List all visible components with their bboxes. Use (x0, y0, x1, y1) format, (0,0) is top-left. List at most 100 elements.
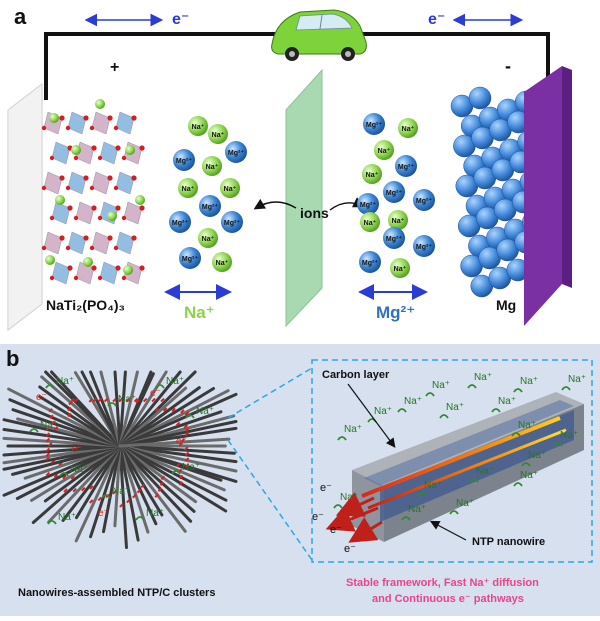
electron-label-4: e⁻ (344, 543, 356, 555)
na-ion-text: Na⁺ (402, 125, 415, 133)
mg-ion-text: Mg²⁺ (416, 243, 432, 251)
caption-line-2: and Continuous e⁻ pathways (372, 593, 524, 605)
nanowire-strand (2, 444, 122, 457)
cluster-na-label: Na⁺ (182, 462, 200, 473)
electron-mark (88, 398, 93, 403)
nanowire-strand (113, 444, 122, 528)
nanowire-na-label: Na⁺ (446, 402, 464, 413)
oxygen-atom (91, 145, 97, 151)
crystal-polyhedron (115, 231, 135, 255)
oxygen-atom (121, 215, 127, 221)
electron-mark (180, 438, 186, 443)
sodium-atom (125, 145, 135, 155)
electron-mark (184, 431, 190, 437)
na-ion-text: Na⁺ (394, 265, 407, 273)
nanowire-strand (118, 370, 139, 448)
oxygen-atom (97, 215, 103, 221)
panel-a-label: a (14, 4, 27, 29)
ion-spheres: Na⁺Na⁺Mg²⁺Mg²⁺Na⁺Na⁺Na⁺Mg²⁺Mg²⁺Mg²⁺Na⁺Mg… (169, 113, 435, 278)
nanowire-strand (89, 370, 122, 448)
cluster-electron-label: e⁻ (36, 392, 47, 403)
electron-mark (162, 407, 168, 412)
mg-ion-sphere (383, 181, 405, 203)
oxygen-atom (107, 175, 113, 181)
na-diffusion-mark (333, 504, 343, 509)
electron-mark (92, 397, 97, 403)
crystal-polyhedron (115, 111, 135, 135)
oxygen-atom (121, 155, 127, 161)
nanowire-strand (47, 444, 122, 524)
oxygen-atom (83, 235, 89, 241)
na-diffusion-mark (467, 384, 477, 389)
na-ion-sphere (178, 178, 198, 198)
cluster-na-label: Na⁺ (56, 376, 74, 387)
oxygen-atom (59, 175, 65, 181)
oxygen-atom (65, 125, 71, 131)
cluster-na-label: Na⁺ (196, 406, 214, 417)
electron-mark (140, 483, 145, 489)
mg-ion-text: Mg²⁺ (416, 197, 432, 205)
na-ion-text: Na⁺ (192, 123, 205, 131)
na-diffusion-mark (417, 492, 427, 497)
electron-mark (184, 451, 190, 457)
oxygen-atom (73, 155, 79, 161)
electron-mark (48, 408, 53, 413)
oxygen-atom (89, 245, 95, 251)
separator-membrane (285, 68, 323, 328)
mg-ion-text: Mg²⁺ (362, 259, 378, 267)
electron-mark (49, 414, 54, 419)
electron-mark (51, 420, 56, 425)
mg-ion-text: Mg²⁺ (386, 235, 402, 243)
oxygen-atom (113, 125, 119, 131)
nanowire-strand (118, 444, 158, 526)
electron-mark (48, 442, 53, 447)
electron-mark (171, 407, 176, 413)
zoom-box (311, 359, 593, 563)
crystal-polyhedron (115, 171, 135, 195)
cluster-electron-label: e⁻ (150, 388, 161, 399)
electron-mark (72, 487, 77, 493)
sodium-atom (95, 99, 105, 109)
electron-mark (160, 475, 166, 481)
crystal-polyhedron (99, 261, 119, 285)
panel-a: a e⁻ e⁻ + - NaTi₂(PO₄)₃ ions (7, 4, 572, 332)
nanowire-strand (2, 444, 122, 497)
electron-mark (184, 411, 190, 416)
oxygen-atom (41, 185, 47, 191)
electron-mark (125, 397, 131, 403)
oxygen-atom (41, 245, 47, 251)
oxygen-atom (131, 175, 137, 181)
ntp-nanowire (352, 392, 584, 542)
oxygen-atom (91, 265, 97, 271)
mg-atom (468, 86, 492, 110)
electron-mark (178, 481, 184, 486)
nanowire-na-label: Na⁺ (568, 374, 586, 385)
mg-ion-sphere (173, 149, 195, 171)
crystal-polyhedron (51, 141, 71, 165)
mg-ion-sphere (225, 141, 247, 163)
oxygen-atom (107, 235, 113, 241)
mg-ion-text: Mg²⁺ (366, 121, 382, 129)
nanowire-strand (118, 444, 164, 517)
mg-ion-text: Mg²⁺ (202, 203, 218, 211)
na-diffusion-mark (185, 414, 195, 419)
separator-label: ions (300, 205, 329, 221)
na-diffusion-mark (101, 494, 111, 499)
cluster-label: Nanowires-assembled NTP/C clusters (18, 587, 215, 599)
nanowire-strand (118, 437, 231, 448)
mg-ion-text: Mg²⁺ (386, 189, 402, 197)
na-diffusion-mark (469, 478, 479, 483)
na-ion-text: Na⁺ (224, 185, 237, 193)
nanowire-strand (89, 444, 122, 539)
mg-ion-sphere (413, 189, 435, 211)
electron-mark (119, 503, 124, 508)
nanowire-strand (31, 444, 122, 525)
na-ion-sphere (374, 140, 394, 160)
mg-plate (524, 66, 562, 326)
cluster-electron-label: e⁻ (72, 444, 83, 455)
sodium-atom (45, 255, 55, 265)
nanowire-pointer (429, 520, 467, 541)
oxygen-atom (115, 205, 121, 211)
electron-label-3: e⁻ (330, 524, 342, 536)
